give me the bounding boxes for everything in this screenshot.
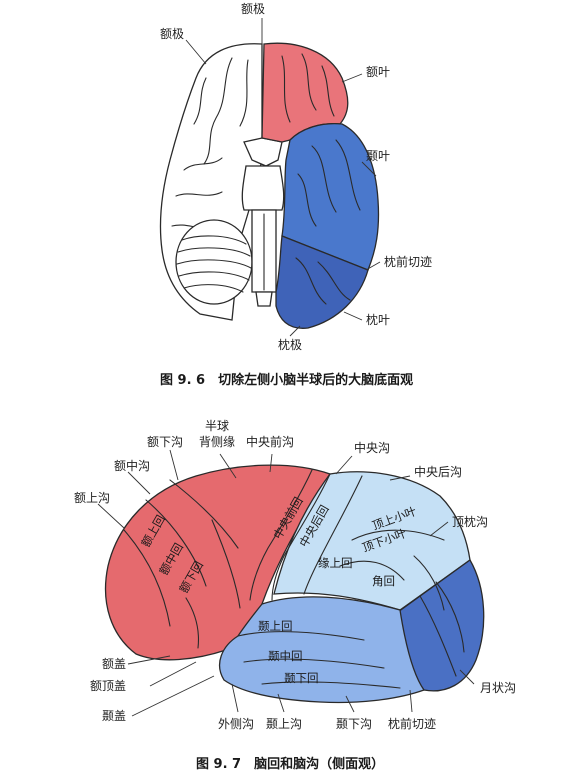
label-temporal-lobe: 颞叶	[366, 149, 390, 163]
label-postcentral-sulcus: 中央后沟	[414, 464, 462, 479]
label-frontal-lobe: 额叶	[366, 65, 390, 79]
label-operculum: 额盖	[102, 657, 126, 671]
label-hemisphere-1: 半球	[205, 419, 229, 433]
label-superior-temporal-sulcus: 颞上沟	[266, 717, 302, 731]
label-temporal-operculum: 颞盖	[102, 709, 126, 723]
label-frontoparietal-operculum: 额顶盖	[90, 679, 126, 693]
figure-9-7-labels: 额下沟 半球 背侧缘 中央前沟 中央沟 中央后沟 额中沟 额上沟 顶枕沟 月状沟…	[74, 419, 516, 772]
temporal-lobe	[219, 596, 426, 704]
figure-9-7-brain-lateral-view	[104, 464, 485, 704]
figure-9-6-brain-inferior-view	[159, 42, 380, 329]
figure-9-6-caption: 图 9. 6 切除左侧小脑半球后的大脑底面观	[160, 372, 413, 388]
label-hemisphere-2: 背侧缘	[199, 435, 235, 449]
right-temporal-lobe	[281, 122, 380, 271]
label-preoccipital-notch-2: 枕前切迹	[388, 716, 436, 731]
label-inferior-temporal-sulcus: 颞下沟	[336, 717, 372, 731]
right-occipital-lobe	[275, 235, 369, 329]
label-precentral-sulcus: 中央前沟	[246, 434, 294, 449]
brainstem	[241, 137, 285, 307]
gyrus-superior-temporal: 颞上回	[258, 619, 293, 633]
label-lunate-sulcus: 月状沟	[480, 681, 516, 695]
cerebellum-half	[175, 219, 253, 305]
gyrus-supramarginal: 缘上回	[318, 556, 353, 570]
label-occipital-lobe: 枕叶	[366, 312, 390, 327]
figure-9-7-caption: 图 9. 7 脑回和脑沟（侧面观）	[196, 756, 384, 772]
label-frontal-pole-left: 额极	[160, 27, 184, 41]
label-central-sulcus: 中央沟	[354, 440, 390, 455]
label-parietooccipital-sulcus: 顶枕沟	[452, 514, 488, 529]
label-frontal-pole-top: 额极	[241, 2, 265, 16]
frontal-lobe	[104, 464, 331, 661]
label-lateral-sulcus: 外侧沟	[218, 717, 254, 731]
figure-9-6-labels: 额极 额极 额叶 颞叶 枕前切迹 枕叶 枕极 图 9. 6 切除左侧小脑半球后的…	[160, 2, 432, 388]
gyrus-middle-temporal: 颞中回	[268, 649, 303, 663]
label-superior-frontal-sulcus: 额上沟	[74, 491, 110, 505]
gyrus-angular: 角回	[372, 574, 395, 588]
label-inf-frontal-sulcus: 额下沟	[147, 435, 183, 449]
label-middle-frontal-sulcus: 额中沟	[114, 458, 150, 473]
label-occipital-pole: 枕极	[278, 337, 302, 352]
label-preoccipital-notch: 枕前切迹	[384, 254, 432, 269]
gyrus-inferior-temporal: 颞下回	[284, 671, 319, 685]
